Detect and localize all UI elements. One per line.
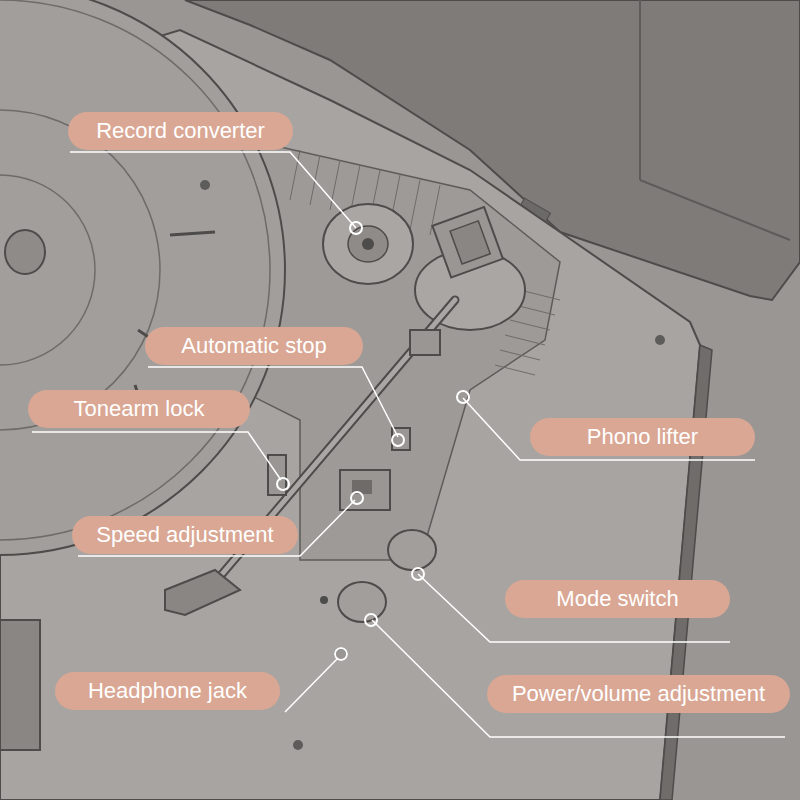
part-name: Record converter xyxy=(96,120,265,142)
callout-label: Automatic stop xyxy=(145,327,363,365)
part-name: Headphone jack xyxy=(88,680,247,702)
part-name: Automatic stop xyxy=(181,335,327,357)
part-name: Power/volume adjustment xyxy=(512,683,765,705)
callout-label: Speed adjustment xyxy=(72,516,298,554)
part-name: Phono lifter xyxy=(587,426,698,448)
callout-label: Phono lifter xyxy=(530,418,755,456)
callout-label: Headphone jack xyxy=(55,672,280,710)
callout-label: Mode switch xyxy=(505,580,730,618)
callout-label: Record converter xyxy=(68,112,293,150)
part-name: Mode switch xyxy=(556,588,678,610)
part-name: Speed adjustment xyxy=(96,524,273,546)
callout-label: Power/volume adjustment xyxy=(487,675,790,713)
part-name: Tonearm lock xyxy=(74,398,205,420)
callout-label: Tonearm lock xyxy=(28,390,250,428)
